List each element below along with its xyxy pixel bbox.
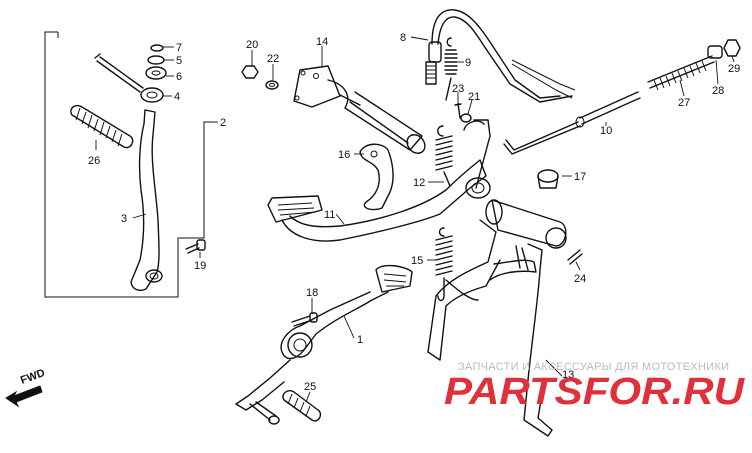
callout-16: 16 — [338, 149, 350, 161]
watermark: ЗАПЧАСТИ И АКСЕССУАРЫ ДЛЯ МОТОТЕХНИКИ PA… — [444, 361, 746, 413]
callout-22: 22 — [267, 53, 279, 65]
callout-7: 7 — [176, 42, 182, 54]
callout-15: 15 — [411, 255, 423, 267]
callout-20: 20 — [246, 39, 258, 51]
rubber-25 — [282, 390, 322, 422]
callout-21: 21 — [468, 91, 480, 103]
forward-arrow-icon — [5, 385, 43, 408]
callout-8: 8 — [400, 32, 406, 44]
callout-29: 29 — [728, 63, 740, 75]
callout-11: 11 — [324, 209, 335, 221]
callout-23: 23 — [452, 83, 464, 95]
watermark-subtitle: ЗАПЧАСТИ И АКСЕССУАРЫ ДЛЯ МОТОТЕХНИКИ — [458, 361, 729, 373]
callout-2: 2 — [220, 117, 226, 129]
brake-rod-group — [503, 39, 741, 155]
callout-24: 24 — [574, 273, 586, 285]
gear-pedal-1 — [235, 264, 413, 425]
callout-5: 5 — [176, 55, 182, 67]
callout-labels: 1 2 3 4 5 6 7 8 9 10 11 12 13 14 15 16 1… — [88, 32, 740, 393]
callout-13: 13 — [562, 369, 574, 381]
kickstarter-group — [44, 31, 214, 298]
callout-14: 14 — [316, 36, 328, 48]
callout-27: 27 — [678, 97, 690, 109]
callout-3: 3 — [121, 213, 127, 225]
callout-18: 18 — [306, 287, 318, 299]
callout-26: 26 — [88, 155, 100, 167]
callout-10: 10 — [600, 125, 612, 137]
callout-17: 17 — [574, 171, 586, 183]
brake-shaft-group — [241, 65, 426, 211]
callout-4: 4 — [174, 91, 180, 103]
brake-pedal-11 — [267, 119, 491, 242]
callout-12: 12 — [413, 177, 425, 189]
callout-19: 19 — [194, 260, 206, 272]
main-stand-13 — [427, 169, 583, 437]
callout-leaders — [95, 36, 735, 403]
callout-25: 25 — [304, 381, 316, 393]
forward-label: FWD — [19, 367, 47, 387]
callout-9: 9 — [465, 57, 471, 69]
spring-12 — [435, 125, 453, 187]
callout-28: 28 — [712, 85, 724, 97]
callout-1: 1 — [357, 334, 363, 346]
spring-15 — [435, 227, 453, 302]
callout-6: 6 — [176, 71, 182, 83]
stop-switch-group — [425, 9, 576, 123]
watermark-logo: PARTSFOR.RU — [444, 371, 746, 413]
